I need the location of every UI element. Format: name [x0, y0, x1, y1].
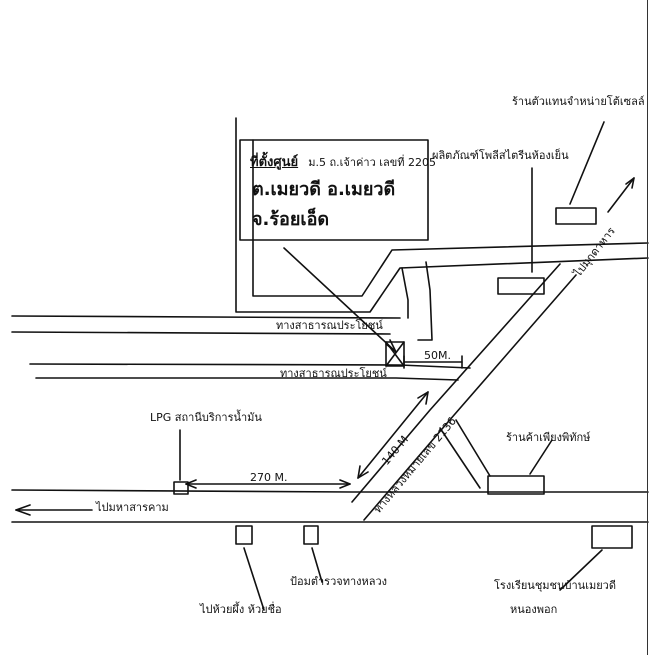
- police-label: ป้อมตำรวจทางหลวง: [290, 575, 388, 588]
- school-label-2: หนองพอก: [510, 603, 558, 616]
- shop-pointer: [529, 439, 553, 475]
- dim-270m-arrow: [185, 479, 351, 489]
- north-arrow-head: [625, 177, 635, 189]
- building-boundary-inner: [252, 139, 649, 297]
- site-marker-x: [385, 341, 405, 367]
- distance-50m: 50M.: [424, 349, 451, 362]
- address-box: [239, 139, 429, 241]
- west-arrow-head: [15, 504, 31, 516]
- access-road-left: [401, 267, 409, 319]
- lower-public-road-top: [29, 363, 471, 369]
- dealer-label: ร้านตัวแทนจำหน่ายโต้เซลล์: [512, 95, 645, 108]
- school-building: [591, 525, 633, 549]
- distance-270m: 270 M.: [250, 471, 288, 484]
- site-marker: [385, 341, 405, 367]
- lower-public-road-bottom: [35, 377, 459, 381]
- police-box: [303, 525, 319, 545]
- school-pointer: [559, 549, 603, 591]
- shop-label: ร้านค้าเพียงพิทักษ์: [506, 431, 591, 444]
- highway-edge-left: [351, 263, 561, 503]
- address-title-text: ที่ตั้งศูนย์: [250, 155, 299, 170]
- building-boundary: [235, 117, 649, 313]
- dim-140m-arrow: [357, 391, 429, 479]
- market-building: [235, 525, 253, 545]
- factory-building: [497, 277, 545, 295]
- dealer-pointer: [569, 121, 605, 205]
- address-title: ที่ตั้งศูนย์ ม.5 ถ.เจ้าค่าว เลขที่ 2205: [250, 155, 437, 170]
- address-line2: จ.ร้อยเอ็ด: [252, 209, 330, 230]
- upper-road-label: ทางสาธารณประโยชน์: [276, 319, 383, 332]
- north-arrow: [607, 177, 635, 213]
- map-border: [647, 0, 648, 655]
- shop-building: [487, 475, 545, 495]
- address-line1: ต.เมยวดี อ.เมยวดี: [252, 179, 396, 200]
- branch-road-1: [439, 427, 481, 489]
- dealer-shop: [555, 207, 597, 225]
- lpg-label: LPG สถานีบริการน้ำมัน: [150, 411, 262, 424]
- market-pointer: [243, 547, 265, 611]
- highway-edge-right: [363, 274, 577, 521]
- school-label: โรงเรียนชุมชนบ้านเมยวดี: [494, 579, 616, 592]
- access-road-right: [417, 261, 433, 341]
- police-pointer: [311, 547, 323, 583]
- lower-road-label: ทางสาธารณประโยชน์: [280, 367, 387, 380]
- dim-140m-line: [357, 391, 429, 479]
- main-road-top: [11, 489, 649, 493]
- address-moo: ม.5 ถ.เจ้าค่าว เลขที่ 2205: [308, 156, 437, 169]
- branch-road-2: [455, 419, 491, 477]
- to-mahasarakham-label: ไปมหาสารคาม: [96, 501, 169, 514]
- market-label: ไปห้วยผึ้ง ห้วยชื่อ: [200, 603, 282, 616]
- upper-public-road-bottom: [11, 331, 391, 335]
- dim-50m-ticks: [403, 355, 463, 369]
- site-pointer: [283, 247, 397, 353]
- upper-public-road-top: [11, 315, 401, 319]
- lpg-station: [173, 481, 189, 495]
- factory-label: ผลิตภัณฑ์โพลีสไตรีนห้องเย็น: [432, 149, 569, 162]
